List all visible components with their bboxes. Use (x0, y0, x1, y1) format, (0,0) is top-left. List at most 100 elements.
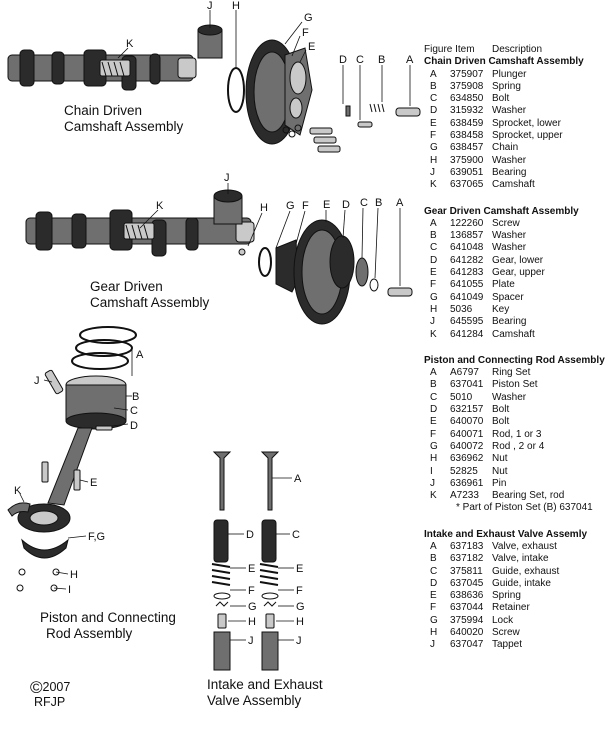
row-figure: I (430, 465, 433, 477)
chain-bolts-washers (282, 103, 421, 153)
row-item-number: 645595 (450, 316, 484, 328)
gear-assembly-label-line1: Gear Driven (90, 279, 163, 294)
row-description: Bolt (492, 93, 510, 105)
row-item-number: 641282 (450, 254, 484, 266)
gear-bearing-j (213, 189, 243, 225)
row-description: Sprocket, upper (492, 130, 563, 142)
callout-valve-f2: F (296, 585, 303, 597)
row-figure: H (430, 627, 438, 639)
row-item-number: 315932 (450, 105, 484, 117)
row-figure: E (430, 267, 437, 279)
callout-valve-c: C (292, 529, 300, 541)
section-gap (424, 192, 608, 206)
row-figure: H (430, 303, 438, 315)
parts-list: Figure Item Description Chain Driven Cam… (424, 44, 608, 652)
row-item-number: 641283 (450, 267, 484, 279)
section-title: Chain Driven Camshaft Assembly (424, 56, 584, 68)
row-item-number: 122260 (450, 217, 484, 229)
callout-piston-k: K (14, 485, 22, 497)
row-figure: G (430, 142, 438, 154)
row-description: Guide, exhaust (492, 565, 560, 577)
row-item-number: 640072 (450, 440, 484, 452)
row-figure: H (430, 154, 438, 166)
header-description: Description (492, 44, 543, 55)
row-description: Nut (492, 453, 508, 465)
callout-gear-h: H (260, 202, 268, 214)
row-figure: H (430, 453, 438, 465)
piston-b (44, 369, 127, 430)
row-description: Camshaft (492, 179, 535, 191)
callout-piston-a: A (136, 349, 144, 361)
row-figure: A (430, 68, 437, 80)
row-description: Rod , 2 or 4 (492, 440, 545, 452)
connecting-rod-fg (7, 425, 113, 592)
section-gap (424, 515, 608, 529)
section-note: * Part of Piston Set (B) 637041 (456, 502, 593, 514)
row-item-number: 632157 (450, 404, 484, 416)
row-figure: C (430, 93, 438, 105)
callout-leaders (19, 10, 411, 641)
row-item-number: 5010 (450, 391, 473, 403)
callout-chain-h: H (232, 0, 240, 12)
row-figure: K (430, 328, 437, 340)
row-figure: K (430, 490, 437, 502)
callout-chain-f: F (302, 27, 309, 39)
callout-piston-i: I (68, 584, 71, 596)
row-figure: C (430, 242, 438, 254)
callout-gear-c: C (360, 197, 368, 209)
callout-chain-j: J (207, 0, 213, 12)
row-item-number: 136857 (450, 230, 484, 242)
row-description: Bearing Set, rod (492, 490, 565, 502)
valve-retainers-locks (213, 592, 279, 607)
row-description: Camshaft (492, 328, 535, 340)
row-description: Rod, 1 or 3 (492, 428, 542, 440)
row-item-number: 641049 (450, 291, 484, 303)
row-item-number: 637041 (450, 379, 484, 391)
valve-guides-cd (213, 519, 277, 563)
row-description: Bolt (492, 404, 510, 416)
section-gap (424, 341, 608, 355)
row-description: Gear, upper (492, 267, 545, 279)
row-item-number: 375908 (450, 80, 484, 92)
callout-chain-k: K (126, 38, 134, 50)
row-description: Chain (492, 142, 519, 154)
row-item-number: 638459 (450, 117, 484, 129)
row-item-number: 641048 (450, 242, 484, 254)
parts-row: E 641283 Gear, upper (424, 267, 608, 279)
callout-piston-e: E (90, 477, 97, 489)
row-figure: G (430, 291, 438, 303)
row-item-number: 639051 (450, 166, 484, 178)
callout-gear-g: G (286, 200, 295, 212)
row-figure: K (430, 179, 437, 191)
row-figure: A (430, 217, 437, 229)
parts-row: K 641284 Camshaft (424, 329, 608, 341)
chain-bearing-j (197, 24, 223, 59)
row-item-number: 637182 (450, 553, 484, 565)
row-description: Key (492, 303, 510, 315)
callout-valve-d: D (246, 529, 254, 541)
callout-valve-f1: F (248, 585, 255, 597)
section-title: Intake and Exhaust Valve Assemly (424, 528, 588, 540)
copyright-symbol: © (30, 678, 43, 697)
row-item-number: 641284 (450, 328, 484, 340)
callout-piston-fg: F,G (88, 531, 105, 543)
row-figure: J (430, 316, 435, 328)
